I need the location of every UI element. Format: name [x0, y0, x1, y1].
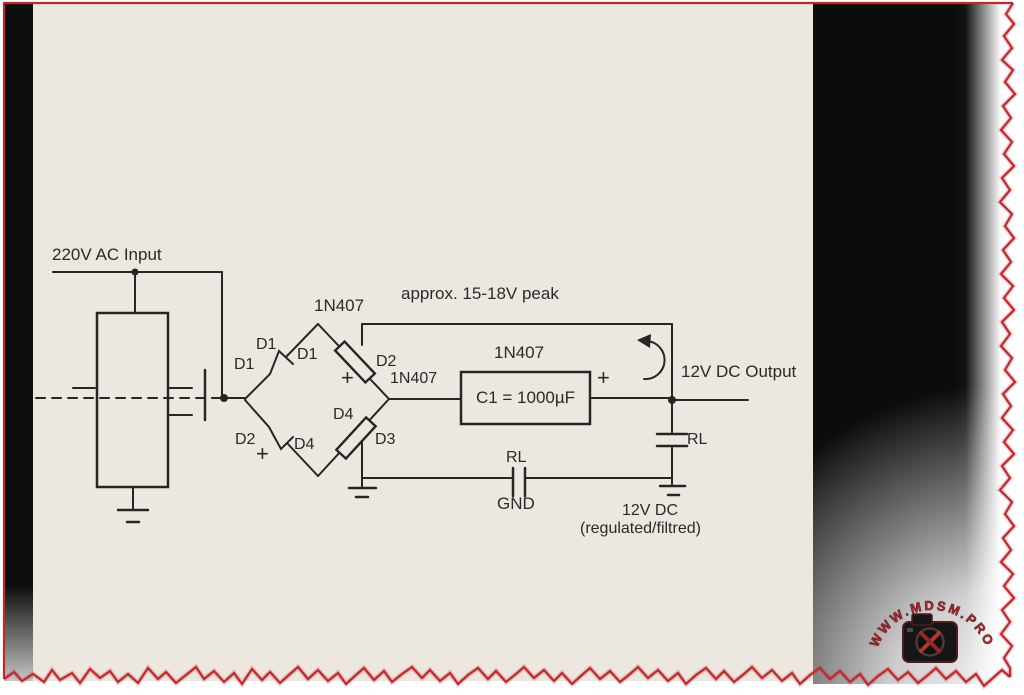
label-d4-upper: D4 [333, 406, 354, 423]
label-plus-lower: + [256, 441, 269, 466]
label-dc-output: 12V DC Output [681, 362, 797, 381]
label-d4-lower: D4 [294, 436, 315, 453]
label-part-top: 1N407 [314, 296, 365, 315]
label-part-cap: 1N407 [494, 343, 545, 362]
left-black-bar [4, 3, 33, 681]
label-rl-output: RL [687, 431, 708, 448]
label-gnd: GND [497, 494, 535, 513]
label-peak-note: approx. 15-18V peak [401, 284, 559, 303]
label-d1-b: D1 [297, 346, 318, 363]
schematic-paper [33, 3, 813, 681]
label-output-sub2: (regulated/filtred) [580, 520, 701, 537]
label-plus-upper: + [341, 365, 354, 390]
label-ac-input: 220V AC Input [52, 245, 162, 264]
label-output-sub1: 12V DC [622, 502, 679, 519]
label-d3: D3 [375, 431, 396, 448]
label-d1-c: D1 [234, 356, 255, 373]
label-cap-value: C1 = 1000µF [475, 388, 576, 407]
label-d2-lower: D2 [235, 431, 256, 448]
right-black-bar [813, 3, 1006, 684]
label-part-right: 1N407 [390, 370, 438, 387]
label-d2-upper: D2 [376, 353, 397, 370]
label-rl-mid: RL [506, 449, 527, 466]
label-plus-output: + [597, 365, 610, 390]
label-d1-a: D1 [256, 336, 277, 353]
